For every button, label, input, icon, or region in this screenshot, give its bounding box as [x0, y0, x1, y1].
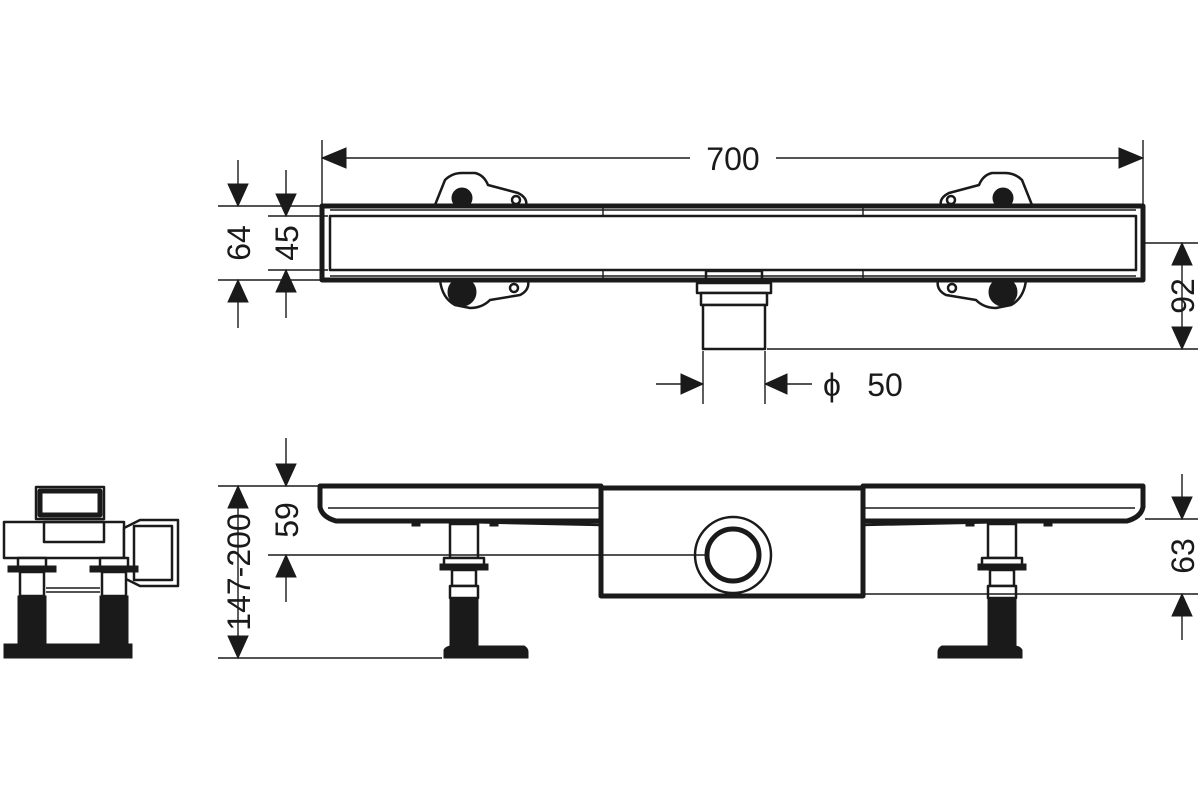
- top-bracket-right: [939, 171, 1034, 209]
- top-view: [319, 171, 1146, 351]
- end-view: [2, 485, 180, 659]
- dimension-outlet-diameter-symbol: ϕ: [823, 367, 841, 403]
- dimension-install-height: 147-200: [218, 484, 442, 660]
- dimension-outlet-diameter: ϕ 50: [656, 351, 903, 404]
- dimension-channel-depth-label: 63: [1165, 538, 1200, 574]
- outlet-top-view: [695, 269, 773, 351]
- top-bracket-left: [433, 171, 528, 209]
- dimension-length-label: 700: [706, 141, 759, 177]
- dimension-height-total: 64: [218, 160, 320, 328]
- front-view: [317, 483, 1146, 659]
- dimension-outlet-center-label: 59: [269, 502, 305, 538]
- dimension-height-inner-label: 45: [269, 225, 305, 261]
- dimension-install-height-label: 147-200: [221, 513, 257, 630]
- dimension-height-inner: 45: [268, 170, 328, 318]
- dimension-outlet-center: 59: [268, 438, 706, 602]
- bottom-bracket-right: [936, 277, 1028, 310]
- bottom-bracket-left: [438, 277, 530, 310]
- dimension-outlet-depth-label: 92: [1165, 278, 1200, 314]
- dimension-height-total-label: 64: [221, 225, 257, 261]
- dimension-outlet-diameter-label: 50: [867, 367, 903, 403]
- dimension-outlet-depth: 92: [767, 241, 1200, 351]
- dimension-channel-depth: 63: [865, 474, 1200, 640]
- dimension-length: 700: [320, 140, 1145, 204]
- front-foot-left: [411, 520, 529, 659]
- front-foot-right: [937, 520, 1053, 659]
